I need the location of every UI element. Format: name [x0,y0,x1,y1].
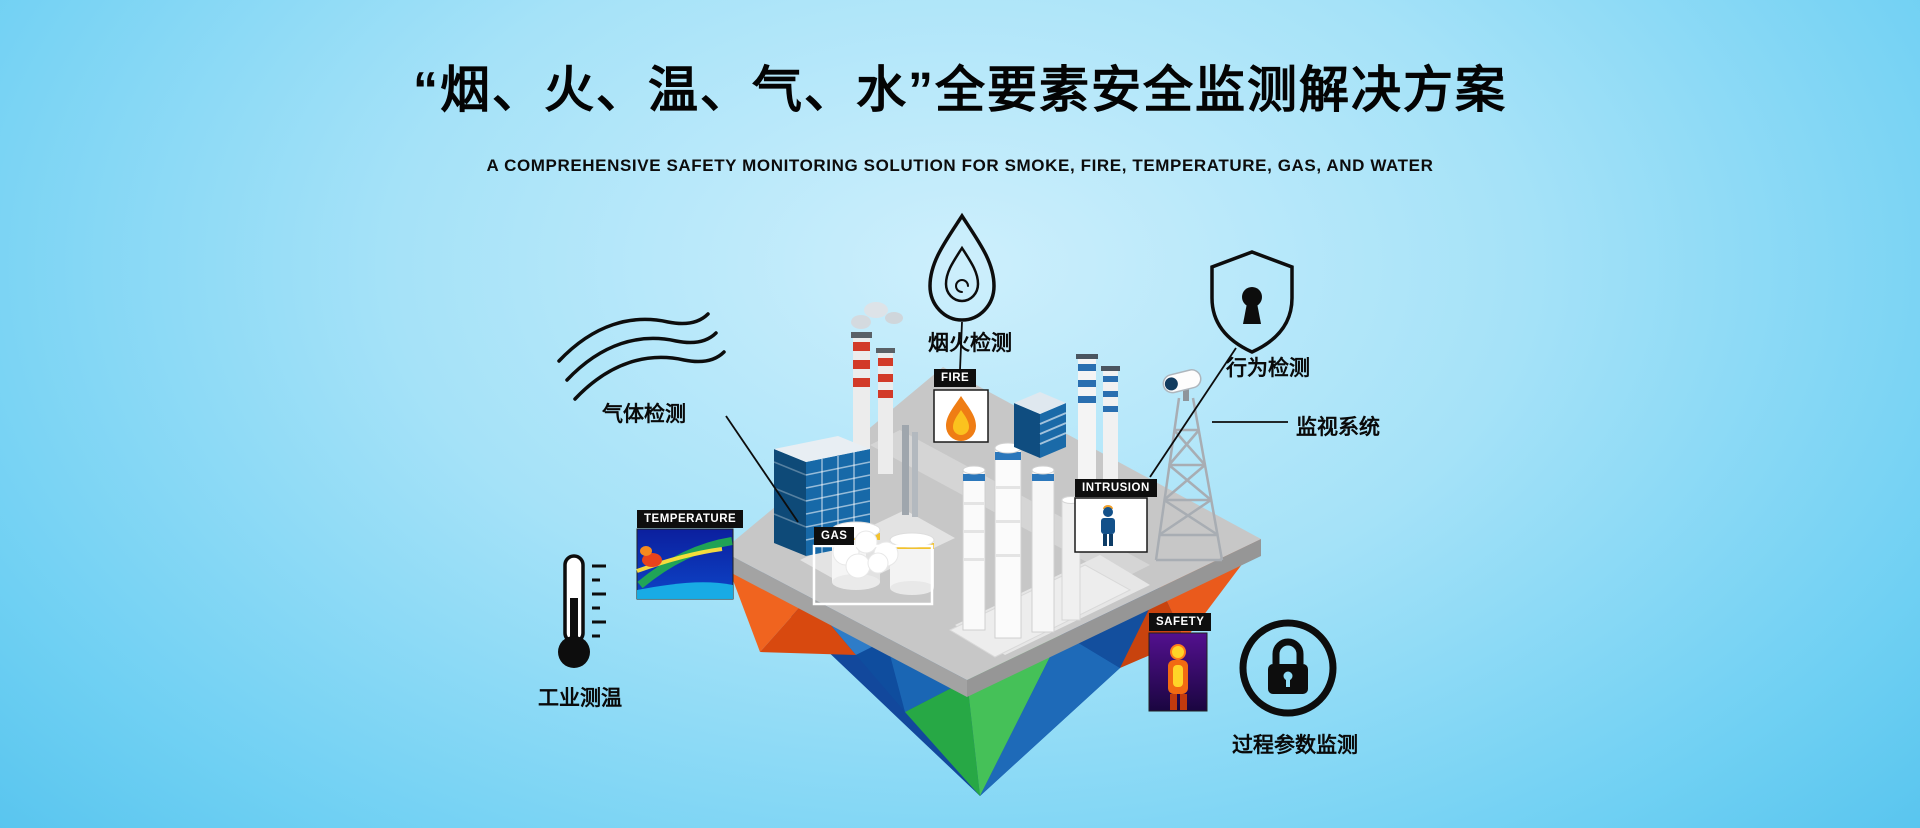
callout-label-gas-detection: 气体检测 [602,403,686,426]
factory-buildings [773,302,1224,658]
behavior-leader-line [1149,347,1237,478]
flame-droplet-icon [928,212,996,322]
right-chimneys [1076,354,1120,490]
fire-leader-line [959,321,963,371]
safety-card [1148,632,1208,712]
worker-figure [1101,505,1115,546]
ptz-camera-icon [1162,369,1202,394]
shield-keyhole-icon [1210,250,1294,354]
chimney-smoke [851,315,871,329]
gas-waves-icon [557,312,726,401]
scene-tag-fire: FIRE [934,369,977,387]
callout-lines [725,321,1288,523]
thermal-person [1168,644,1188,710]
callout-label-industrial-temperature: 工业测温 [538,687,622,710]
intrusion-card [1074,497,1148,553]
scene-tag-temperature: TEMPERATURE [637,510,744,528]
page-title: “烟、火、温、气、水”全要素安全监测解决方案 [413,62,1507,118]
callout-label-smoke-fire-detection: 烟火检测 [928,332,1012,355]
warehouse [1014,392,1067,458]
left-chimneys [851,302,918,517]
chimney-smoke [885,312,903,324]
gas-leader-line [725,415,799,523]
thermometer-icon [558,554,606,668]
scene-tag-intrusion: INTRUSION [1075,479,1157,497]
padlock-circle-icon [1239,619,1337,717]
gas-outline-box [812,530,934,606]
page-subtitle: A COMPREHENSIVE SAFETY MONITORING SOLUTI… [486,156,1434,175]
chimney-smoke [864,302,888,318]
callout-label-process-parameter-monitoring: 过程参数监测 [1232,734,1358,757]
fire-card [933,389,989,443]
temperature-card [636,528,734,600]
callout-label-behavior-detection: 行为检测 [1226,357,1310,380]
scene-tag-gas: GAS [814,527,855,545]
scene-tag-safety: SAFETY [1149,613,1212,631]
camera-tower [1154,369,1224,562]
callout-label-surveillance-system: 监视系统 [1296,416,1380,439]
